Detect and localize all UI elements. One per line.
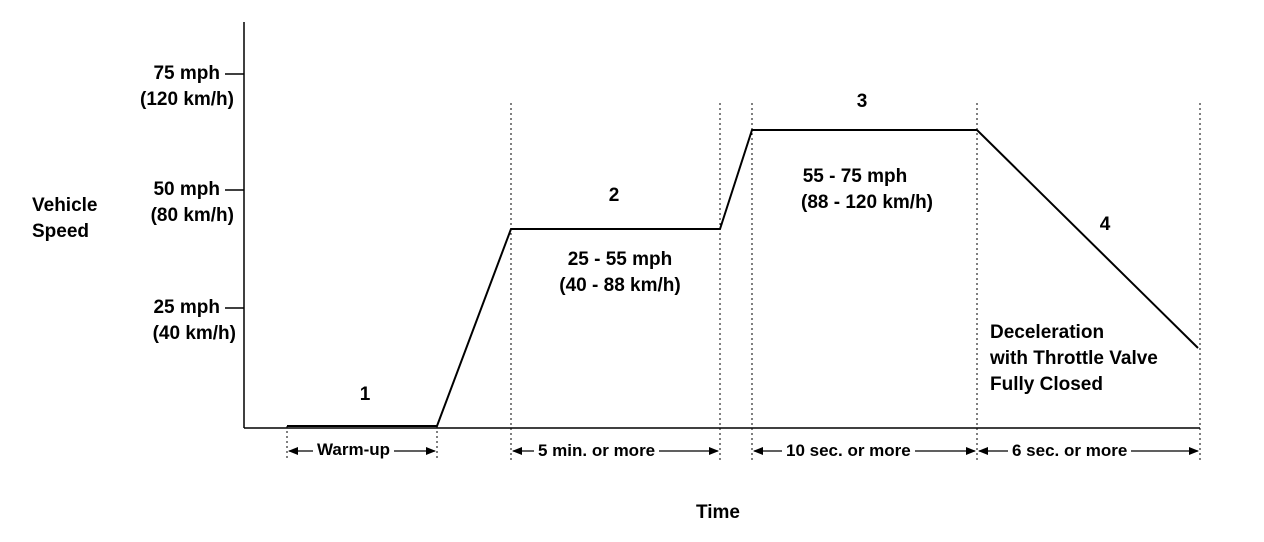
speed-profile-line xyxy=(287,129,1199,427)
y-axis-title-line1: Vehicle xyxy=(32,195,98,216)
phase-1-number: 1 xyxy=(359,384,371,405)
phase-2-number: 2 xyxy=(608,185,620,206)
note-line1: Deceleration xyxy=(990,322,1105,343)
range-kmh: (40 - 88 km/h) xyxy=(559,275,681,296)
range-mph: 55 - 75 mph xyxy=(802,166,908,187)
note-line2: with Throttle Valve xyxy=(990,348,1158,369)
phase-3-speed-range: 55 - 75 mph (88 - 120 km/h) xyxy=(772,164,962,216)
tick-kmh: (80 km/h) xyxy=(150,205,234,226)
phase-3-number: 3 xyxy=(856,91,868,112)
range-kmh: (88 - 120 km/h) xyxy=(801,192,933,213)
tick-mph: 75 mph xyxy=(153,63,220,84)
y-tick-label-50: 50 mph (80 km/h) xyxy=(151,177,234,229)
phase-boundaries xyxy=(286,103,1201,460)
phase-4-duration: 6 sec. or more xyxy=(1008,441,1132,461)
phase-3-duration: 10 sec. or more xyxy=(782,441,915,461)
tick-kmh: (40 km/h) xyxy=(152,323,236,344)
phase-4-number: 4 xyxy=(1099,214,1111,235)
y-tick-label-25: 25 mph (40 km/h) xyxy=(153,295,236,347)
y-axis-title-line2: Speed xyxy=(32,221,90,242)
note-line3: Fully Closed xyxy=(990,374,1103,395)
x-axis-title: Time xyxy=(695,502,740,523)
tick-mph: 25 mph xyxy=(153,297,220,318)
phase-2-speed-range: 25 - 55 mph (40 - 88 km/h) xyxy=(530,247,710,299)
y-axis-title: Vehicle Speed xyxy=(32,193,98,245)
range-mph: 25 - 55 mph xyxy=(567,249,673,270)
tick-mph: 50 mph xyxy=(153,179,220,200)
y-tick-label-75: 75 mph (120 km/h) xyxy=(140,61,234,113)
phase-1-duration: Warm-up xyxy=(313,440,395,460)
phase-4-note: Deceleration with Throttle Valve Fully C… xyxy=(990,320,1158,398)
tick-kmh: (120 km/h) xyxy=(140,89,234,110)
phase-2-duration: 5 min. or more xyxy=(534,441,660,461)
